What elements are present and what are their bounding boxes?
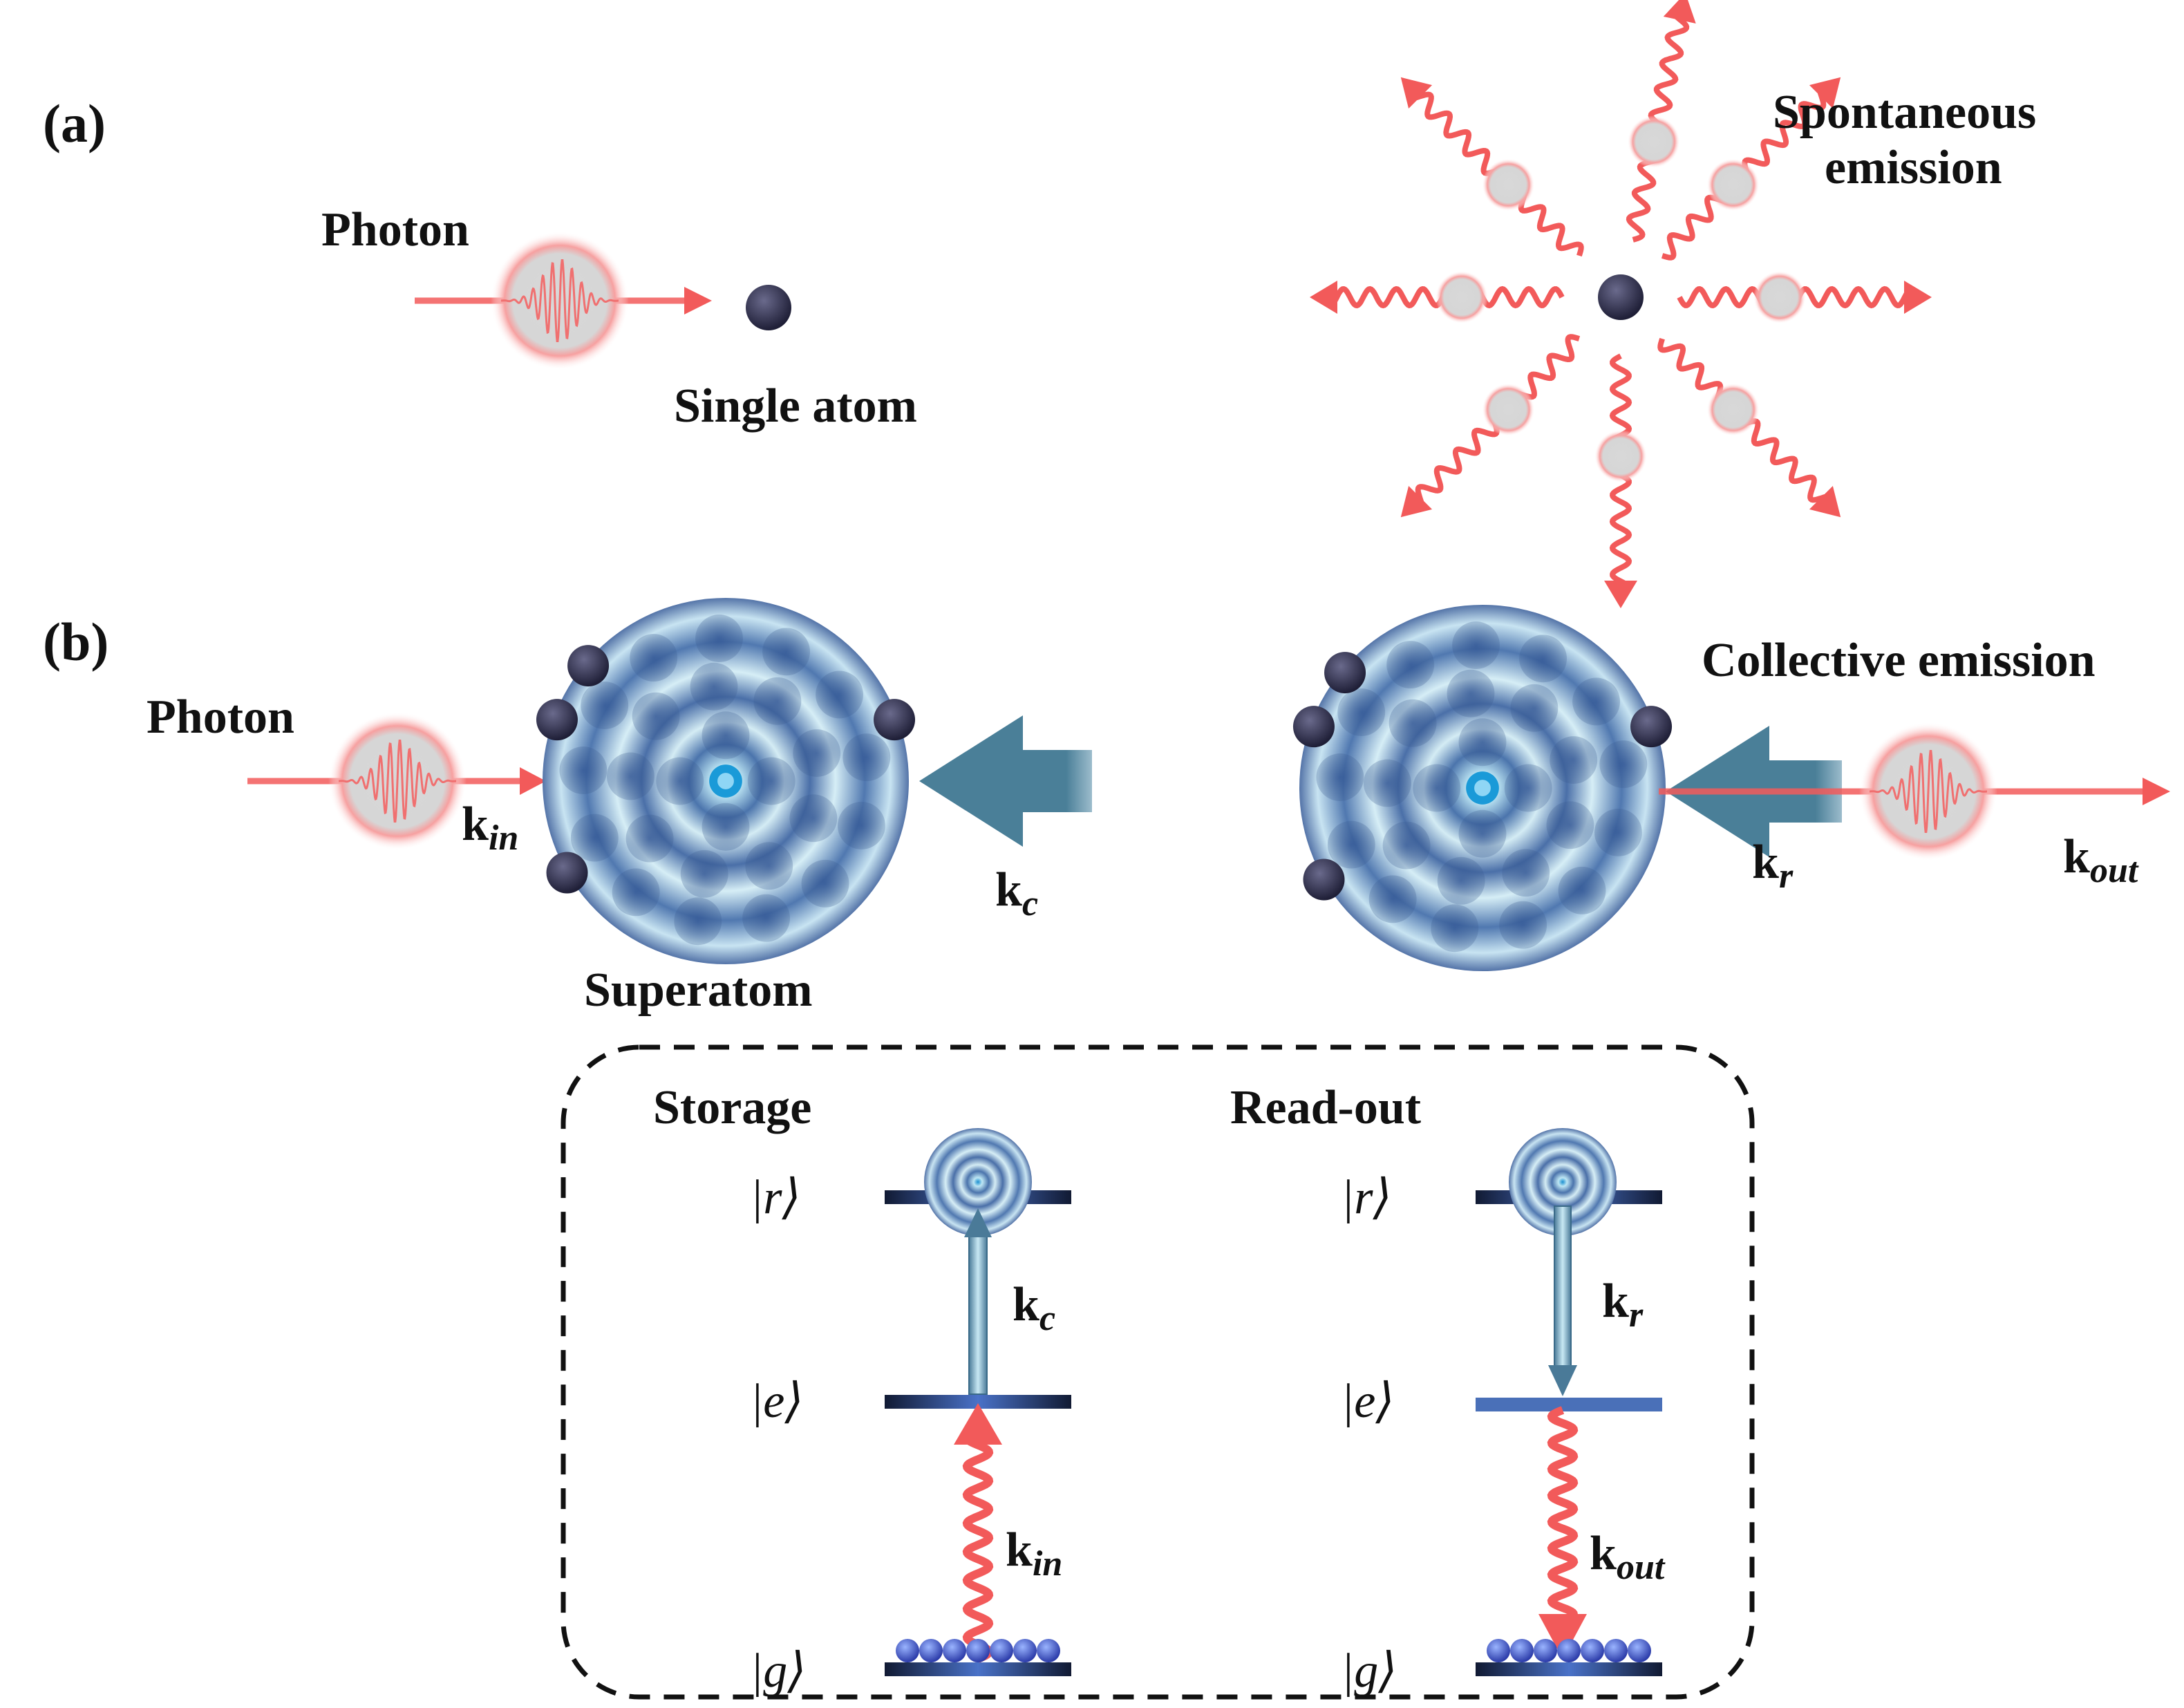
- emitted-photon: [1753, 271, 1806, 323]
- emitted-photon: [1482, 158, 1535, 212]
- ray-arrowhead: [1400, 485, 1433, 518]
- level-g-readout: |g⟩: [1341, 1644, 1397, 1698]
- ray-arrowhead: [1400, 77, 1433, 109]
- emitted-photon: [1627, 115, 1680, 169]
- collective-emission-label: Collective emission: [1702, 634, 2096, 687]
- k-in-label-inset: kin: [1006, 1523, 1062, 1584]
- emission-label: emission: [1825, 141, 2002, 194]
- ray-arrowhead: [1663, 0, 1696, 24]
- spontaneous-emission-rays: [1310, 0, 1932, 608]
- k-out-photon-transition: [1547, 1406, 1579, 1625]
- edge-atom: [567, 645, 610, 687]
- ground-atom: [896, 1639, 919, 1662]
- emitted-photon: [1435, 271, 1488, 323]
- edge-atom: [874, 699, 916, 741]
- level-e-bar: [1476, 1398, 1662, 1411]
- ground-atom: [919, 1639, 943, 1662]
- emitted-photon: [1706, 158, 1760, 212]
- readout-title: Read-out: [1230, 1081, 1421, 1134]
- edge-atom: [546, 852, 588, 894]
- ground-atom: [943, 1639, 966, 1662]
- arrow-head: [964, 1208, 992, 1237]
- storage-level-diagram: |r⟩ |e⟩ |g⟩ kc kin: [750, 1128, 1071, 1698]
- k-c-label-b: kc: [995, 863, 1038, 923]
- storage-title: Storage: [653, 1081, 811, 1134]
- k-r-label-inset: kr: [1602, 1275, 1644, 1335]
- rydberg-superatom-icon: [924, 1128, 1032, 1236]
- panel-a-label: (a): [43, 93, 106, 153]
- incoming-photon-b: [247, 712, 546, 850]
- level-diagram-box: [561, 1044, 1755, 1700]
- edge-atom: [1630, 706, 1673, 748]
- level-g-bar: [1476, 1662, 1662, 1676]
- single-atom-label: Single atom: [674, 379, 917, 433]
- k-in-photon-transition: [962, 1427, 994, 1663]
- level-r-readout: |r⟩: [1341, 1171, 1392, 1224]
- emitting-atom: [1598, 274, 1644, 320]
- ground-atom: [1013, 1639, 1037, 1662]
- ground-atom: [1628, 1639, 1651, 1662]
- superatom-label: Superatom: [584, 964, 813, 1017]
- ground-atom: [1557, 1639, 1581, 1662]
- arrow-head: [1548, 1365, 1577, 1396]
- readout-level-diagram: |r⟩ |e⟩ |g⟩ kr kout: [1341, 1128, 1666, 1698]
- single-atom: [746, 285, 791, 330]
- emitted-photon: [1706, 383, 1760, 436]
- spontaneous-label: Spontaneous: [1773, 86, 2036, 139]
- ray-arrowhead: [1809, 77, 1841, 109]
- ray-arrowhead: [1809, 485, 1841, 518]
- ray-arrowhead: [1904, 281, 1932, 314]
- level-r-storage: |r⟩: [750, 1171, 801, 1224]
- superatom-readout: [1292, 605, 1673, 971]
- ground-state-atoms: [1487, 1639, 1651, 1662]
- level-e-storage: |e⟩: [750, 1375, 804, 1428]
- k-r-label-b: kr: [1752, 836, 1794, 896]
- k-out-label-inset: kout: [1590, 1527, 1666, 1587]
- outgoing-photon-b: [1659, 722, 2170, 861]
- k-out-label-b: kout: [2063, 830, 2139, 890]
- k-r-transition-arrow: [1554, 1205, 1572, 1367]
- wavepacket-trace: [501, 259, 619, 342]
- edge-atom: [1303, 858, 1345, 901]
- ray-arrowhead: [1604, 581, 1637, 608]
- photon-label-a: Photon: [321, 203, 469, 256]
- panel-b-label: (b): [43, 612, 109, 672]
- superatom-storage: [536, 598, 916, 964]
- photon-label-b: Photon: [147, 691, 294, 744]
- ground-atom: [990, 1639, 1013, 1662]
- k-in-label-b: kin: [462, 798, 518, 858]
- rydberg-superatom-icon: [1509, 1128, 1617, 1236]
- k-c-transition-arrow: [968, 1233, 988, 1395]
- level-e-readout: |e⟩: [1341, 1375, 1395, 1428]
- ground-atom: [1510, 1639, 1534, 1662]
- control-field-arrow: [919, 715, 1092, 847]
- wavepacket-trace: [339, 740, 456, 823]
- edge-atom: [1324, 652, 1366, 694]
- ground-atom: [1604, 1639, 1628, 1662]
- edge-atom: [1292, 706, 1335, 748]
- ray-arrowhead: [1310, 281, 1337, 314]
- k-c-label-inset: kc: [1013, 1278, 1055, 1338]
- emitted-photon: [1482, 383, 1535, 436]
- edge-atom: [536, 699, 578, 741]
- ground-atom: [1487, 1639, 1510, 1662]
- wavepacket-trace: [1870, 750, 1987, 833]
- incoming-photon-a: [415, 232, 712, 370]
- emitted-photon: [1594, 430, 1647, 482]
- ground-atom: [1534, 1639, 1557, 1662]
- ground-atom: [1037, 1639, 1060, 1662]
- level-e-bar: [885, 1395, 1071, 1409]
- ground-atom: [1581, 1639, 1604, 1662]
- level-g-storage: |g⟩: [750, 1644, 807, 1698]
- ground-atom: [966, 1639, 990, 1662]
- ground-state-atoms: [896, 1639, 1060, 1662]
- level-g-bar: [885, 1662, 1071, 1676]
